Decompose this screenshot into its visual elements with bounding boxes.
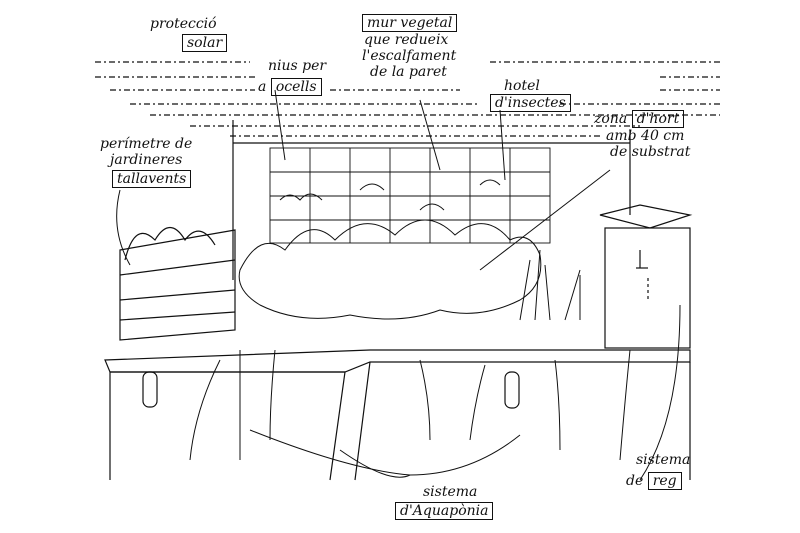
label-text: nius per — [268, 58, 327, 74]
label-text: amb 40 cm — [606, 128, 685, 144]
label-boxed: ocells — [270, 78, 322, 96]
label-boxed: d'Aquapònia — [395, 502, 494, 520]
back-wall — [232, 120, 631, 280]
label-text: que redueix — [364, 32, 449, 48]
label-boxed: reg — [647, 472, 682, 490]
label-boxed: solar — [182, 34, 228, 52]
foliage — [238, 179, 581, 321]
pergola-lines — [95, 61, 720, 137]
annotation-arrows — [116, 89, 681, 481]
label-text: de la paret — [370, 64, 447, 80]
planter-beds — [104, 349, 691, 481]
label-text: zona — [594, 111, 628, 127]
label-insect-hotel: hotel d'insectes — [490, 78, 571, 112]
aquaponic-pipes — [142, 371, 520, 409]
label-text: de substrat — [610, 144, 691, 160]
side-planter — [119, 226, 236, 341]
label-text: protecció — [150, 16, 217, 32]
bed-plants — [189, 349, 631, 461]
green-wall-trellis — [269, 147, 551, 244]
label-text: jardineres — [110, 152, 183, 168]
irrigation-tank — [599, 204, 693, 349]
label-boxed: tallavents — [112, 170, 192, 188]
label-bird-nests: nius per a ocells — [258, 58, 326, 96]
label-solar-protection: protecció solar — [150, 16, 228, 52]
label-text: perímetre de — [100, 136, 193, 152]
label-text: sistema — [636, 452, 691, 468]
label-aquaponics: sistema d'Aquapònia — [395, 484, 494, 520]
label-irrigation: sistema de reg — [626, 452, 690, 490]
label-boxed: d'hort — [631, 110, 685, 128]
label-garden-zone: zona d'hort amb 40 cm de substrat — [594, 110, 690, 160]
label-text: hotel — [504, 78, 540, 94]
label-boxed: d'insectes — [490, 94, 571, 112]
label-green-wall: mur vegetal que redueix l'escalfament de… — [362, 14, 458, 80]
label-boxed: mur vegetal — [362, 14, 458, 32]
label-text: l'escalfament — [362, 48, 457, 64]
label-text: a — [258, 79, 267, 95]
label-planters: perímetre de jardineres tallavents — [100, 136, 192, 188]
label-text: sistema — [423, 484, 478, 500]
label-text: de — [626, 473, 644, 489]
